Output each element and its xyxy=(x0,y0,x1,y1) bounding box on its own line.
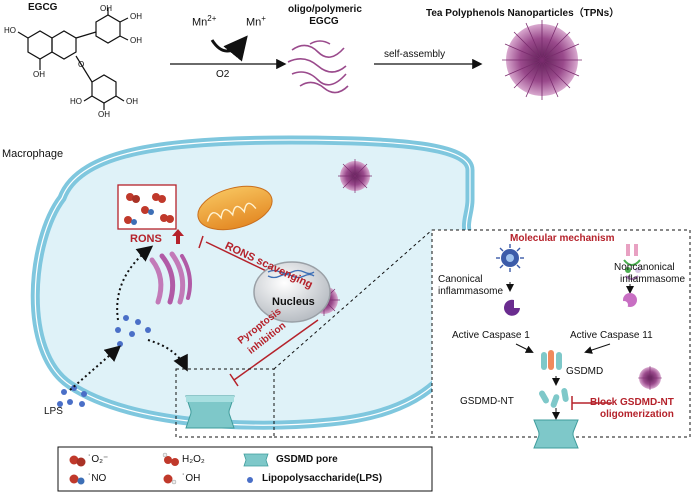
block-inhibitor xyxy=(571,396,612,410)
egcg-oh-bottom: OH xyxy=(33,70,45,79)
legend-no-label: ˙NO xyxy=(88,473,107,484)
gsdmd-icon xyxy=(541,350,562,370)
legend-superoxide-icon xyxy=(69,455,86,467)
noncanonical-line1: Noncanonical xyxy=(614,262,675,273)
egcg-o: O xyxy=(78,60,85,69)
tpns-title: Tea Polyphenols Nanoparticles（TPNs） xyxy=(426,8,620,19)
egcg-oh-ring2: OH xyxy=(98,110,110,119)
mechanism-panel xyxy=(431,229,691,438)
oligo-label-line2: EGCG xyxy=(309,16,339,27)
gsdmd-nt-fragments xyxy=(539,388,569,408)
o2-label: O2 xyxy=(216,69,230,80)
canonical-inflammasome-icon xyxy=(496,244,524,272)
lps-label: LPS xyxy=(44,406,63,417)
cell-nanoparticle xyxy=(338,159,372,193)
egcg-oh-ring1: OH xyxy=(126,97,138,106)
egcg-structure xyxy=(17,8,129,110)
dotted-arrows xyxy=(69,245,188,391)
egcg-ho-ring: HO xyxy=(70,97,82,106)
legend-superoxide-label: ˙O₂⁻ xyxy=(88,454,109,465)
caspase11-icon xyxy=(620,293,637,309)
gsdmd-pore-mechanism xyxy=(533,419,579,449)
nucleus xyxy=(253,261,331,323)
egcg-oh-right2: OH xyxy=(130,36,142,45)
mechanism-arrows xyxy=(506,282,634,420)
gsdmd-nt-label: GSDMD-NT xyxy=(460,396,514,407)
lps-particles xyxy=(57,315,151,407)
rons-box xyxy=(117,184,177,230)
golgi-apparatus xyxy=(149,251,192,305)
legend-no-icon xyxy=(69,474,85,485)
zoom-lines xyxy=(273,229,433,438)
nanoparticle-tpns xyxy=(502,20,582,100)
mn-curved-arrow xyxy=(210,35,248,62)
noncanonical-inflammasome-icon xyxy=(623,244,641,280)
macrophage-label: Macrophage xyxy=(2,148,64,160)
caspase11-label: Active Caspase 11 xyxy=(570,330,653,341)
egcg-oh-right1: OH xyxy=(130,12,142,21)
mitochondrion xyxy=(197,185,273,231)
gsdmd-pore-cell xyxy=(185,395,235,429)
legend-pore-icon xyxy=(243,453,269,467)
egcg-title: EGCG xyxy=(28,2,58,13)
mn1-label: Mn+ xyxy=(246,14,266,29)
legend-oh-icon xyxy=(163,474,177,485)
legend-pore-label: GSDMD pore xyxy=(276,454,338,465)
pore-dashed-box xyxy=(175,368,275,438)
legend-h2o2-label: H₂O₂ xyxy=(182,454,205,465)
pyroptosis-inhibitor xyxy=(229,319,319,387)
canonical-line1: Canonical xyxy=(438,274,483,285)
egcg-ho-left: HO xyxy=(4,26,16,35)
nucleus-label: Nucleus xyxy=(272,296,315,308)
legend-oh-label: ˙OH xyxy=(182,473,201,484)
macrophage-cell xyxy=(30,135,475,430)
oligo-label-line1: oligo/polymeric xyxy=(288,4,362,15)
mechanism-nanoparticle xyxy=(638,366,662,390)
mn2-label: Mn2+ xyxy=(192,14,217,29)
block-line1: Block GSDMD-NT xyxy=(590,397,674,408)
legend-h2o2-icon xyxy=(162,452,179,466)
rons-up-arrow xyxy=(172,229,184,244)
rons-label: RONS xyxy=(130,233,162,245)
canonical-line2: inflammasome xyxy=(438,286,504,297)
egcg-oh-top: OH xyxy=(100,4,112,13)
legend-lps-icon xyxy=(247,477,253,483)
legend-lps-label: Lipopolysaccharide(LPS) xyxy=(262,473,383,484)
self-assembly-label: self-assembly xyxy=(384,49,446,60)
block-line2: oligomerization xyxy=(600,409,674,420)
caspase1-icon xyxy=(504,299,520,316)
gsdmd-label: GSDMD xyxy=(566,366,604,377)
caspase1-label: Active Caspase 1 xyxy=(452,330,530,341)
oligo-strands xyxy=(287,40,349,94)
noncanonical-line2: inflammasome xyxy=(620,274,686,285)
mechanism-title: Molecular mechanism xyxy=(510,233,615,244)
